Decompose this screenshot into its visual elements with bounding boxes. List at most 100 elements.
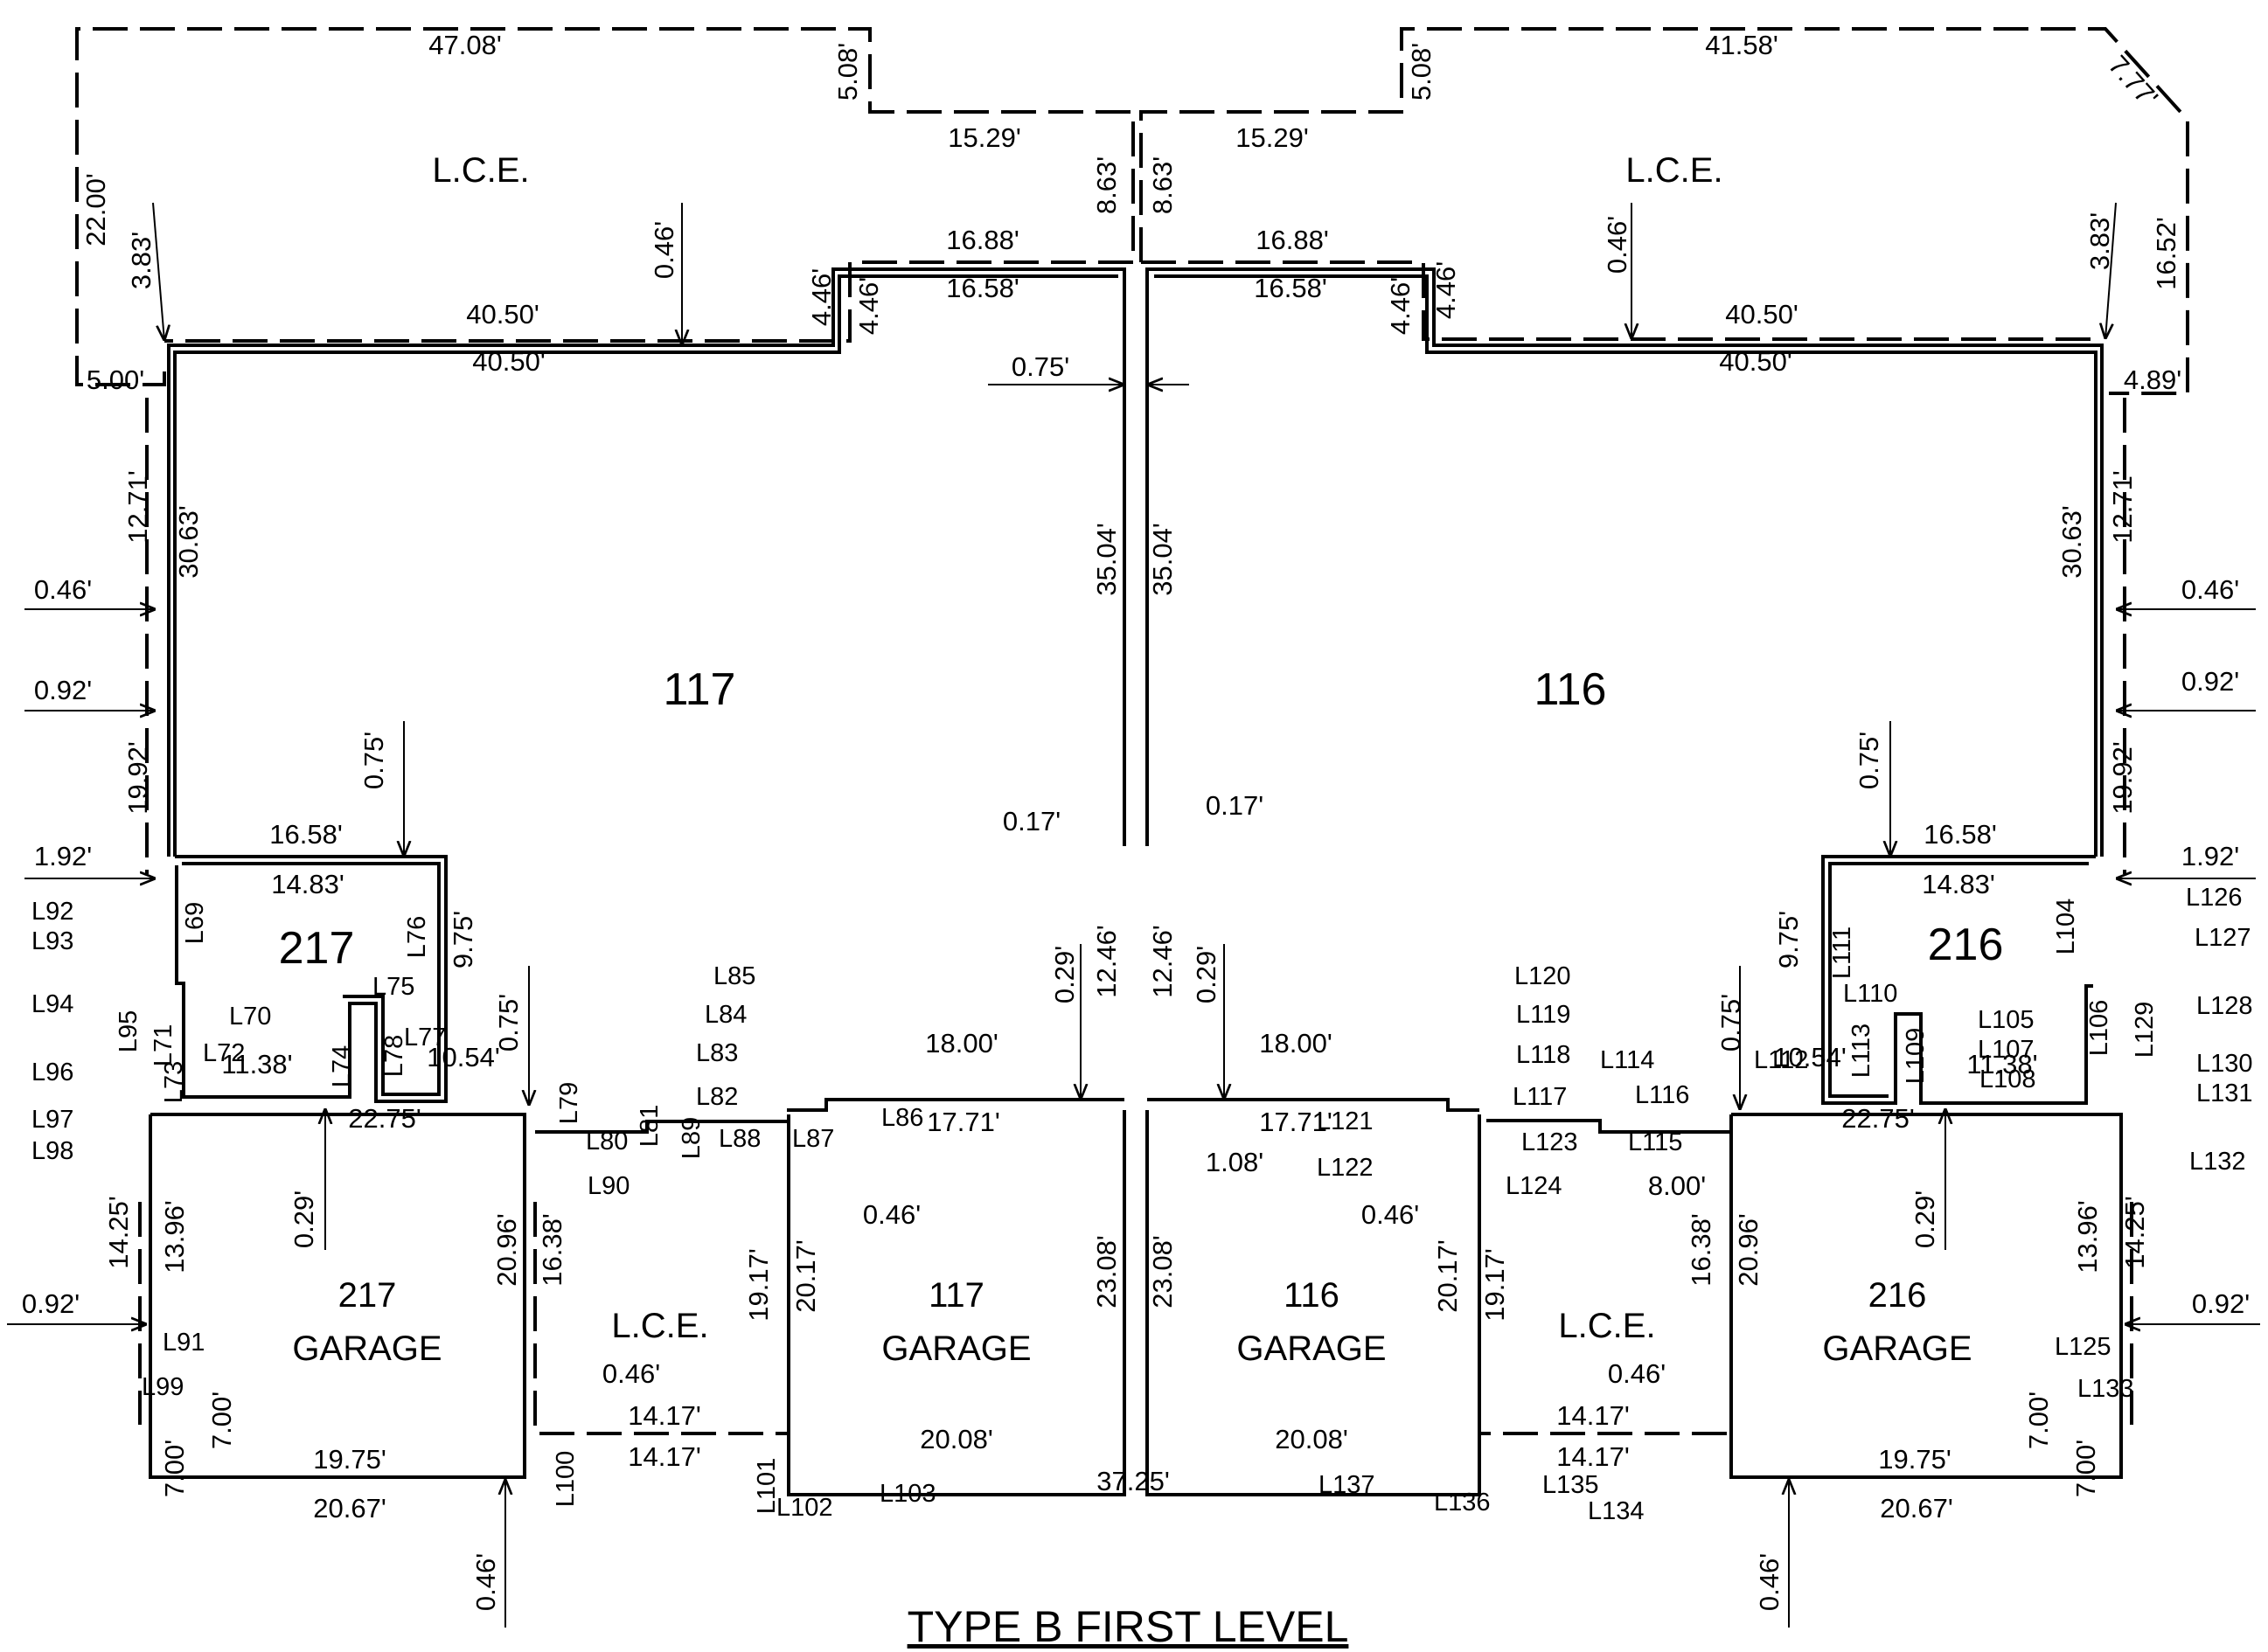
- line-label: L134: [1588, 1497, 1645, 1525]
- dim: 10.54': [427, 1042, 500, 1072]
- line-label: L96: [31, 1059, 73, 1086]
- line-label: L137: [1318, 1471, 1375, 1499]
- garage-217-number: 217: [338, 1276, 397, 1315]
- dim: 19.75': [1878, 1444, 1951, 1475]
- dim: 19.75': [313, 1444, 386, 1475]
- line-label: L107: [1978, 1036, 2035, 1064]
- dim: 3.83': [2084, 212, 2115, 270]
- dim: 12.46': [1091, 925, 1122, 998]
- line-label: L113: [1847, 1024, 1875, 1078]
- dim: 12.71': [2107, 470, 2138, 544]
- line-label: L100: [552, 1451, 580, 1508]
- line-callouts: L69 L70 L71 L72 L73 L74 L75 L76 L77 L78 …: [31, 884, 2253, 1525]
- dim: 20.08': [920, 1424, 993, 1454]
- dim: 0.46': [602, 1358, 660, 1389]
- dim: 20.67': [313, 1493, 386, 1524]
- line-label: L117: [1513, 1083, 1567, 1111]
- dim: 16.52': [2151, 217, 2181, 290]
- dim: 9.75': [448, 911, 478, 968]
- dim: 1.92': [34, 841, 92, 871]
- garage-117-number: 117: [929, 1276, 984, 1315]
- dim: 15.29': [1235, 122, 1309, 153]
- line-label: L78: [380, 1035, 408, 1077]
- dim: 0.46': [470, 1553, 501, 1611]
- dim: 40.50': [1719, 346, 1792, 377]
- dim: 0.17': [1206, 790, 1263, 821]
- dim: 8.00': [1648, 1170, 1706, 1201]
- dim: 7.00': [2023, 1392, 2054, 1449]
- drawing-title: TYPE B FIRST LEVEL: [908, 1602, 1349, 1651]
- unit-117-label: 117: [664, 664, 736, 715]
- garage-116-word: GARAGE: [1236, 1329, 1386, 1368]
- dim: 0.46': [2181, 574, 2239, 605]
- line-label: L116: [1635, 1081, 1689, 1109]
- line-label: L111: [1828, 927, 1856, 979]
- dim: 17.71': [1259, 1107, 1332, 1137]
- line-label: L95: [115, 1010, 143, 1052]
- dim: 0.46': [1754, 1553, 1784, 1611]
- dim: 10.54': [1773, 1042, 1847, 1072]
- dim: 4.46': [1430, 261, 1461, 319]
- dim: 12.46': [1147, 925, 1178, 998]
- dim: 7.77': [2103, 50, 2164, 114]
- line-label: L99: [142, 1373, 184, 1401]
- dim: 14.83': [1922, 869, 1995, 899]
- dim: 11.38': [1966, 1049, 2037, 1079]
- dim: 0.92': [2192, 1288, 2250, 1319]
- line-label: L122: [1317, 1154, 1374, 1182]
- dim: 0.75': [493, 994, 524, 1052]
- line-label: L118: [1516, 1041, 1570, 1069]
- line-label: L135: [1542, 1471, 1599, 1499]
- dim: 16.88': [1256, 225, 1329, 255]
- dim: 22.75': [348, 1103, 421, 1134]
- line-label: L90: [588, 1172, 630, 1200]
- dim: 0.46': [863, 1199, 921, 1230]
- lce-boundaries: [75, 27, 2189, 1435]
- line-label: L76: [403, 916, 431, 958]
- line-label: L94: [31, 990, 73, 1018]
- dim: 17.71': [927, 1107, 1000, 1137]
- dim: 4.46': [853, 277, 884, 335]
- line-label: L92: [31, 898, 73, 926]
- dim: 7.00': [2070, 1440, 2101, 1497]
- line-label: L110: [1843, 980, 1897, 1008]
- room-labels: 117 116 217 216 217 GARAGE 117 GARAGE 11…: [279, 151, 2004, 1368]
- lce-top-right: L.C.E.: [1625, 151, 1722, 190]
- line-label: L70: [229, 1003, 271, 1031]
- garage-216-number: 216: [1868, 1276, 1927, 1315]
- line-label: L109: [1902, 1028, 1930, 1085]
- dim: 0.92': [22, 1288, 80, 1319]
- dim: 0.29': [289, 1190, 319, 1248]
- line-label: L126: [2186, 884, 2243, 912]
- line-label: L71: [150, 1024, 177, 1066]
- line-label: L73: [160, 1061, 188, 1103]
- dim: 13.96': [2072, 1200, 2103, 1274]
- dim: 35.04': [1091, 523, 1122, 596]
- dim: 19.17': [1479, 1248, 1510, 1322]
- dim: 0.92': [2181, 666, 2239, 697]
- dim: 18.00': [925, 1028, 998, 1059]
- line-label: L79: [555, 1082, 583, 1124]
- line-label: L84: [705, 1001, 747, 1029]
- dim: 14.17': [1556, 1400, 1630, 1431]
- line-label: L74: [328, 1045, 356, 1087]
- line-label: L89: [678, 1117, 706, 1159]
- dim: 19.92': [2107, 741, 2138, 815]
- dim: 16.58': [1924, 819, 1997, 850]
- dim: 0.75': [358, 732, 389, 789]
- dim: 0.29': [1191, 946, 1221, 1003]
- line-label: L97: [31, 1106, 73, 1134]
- dim: 14.17': [628, 1441, 701, 1472]
- dim: 5.08': [832, 43, 863, 101]
- dim: 41.58': [1705, 30, 1778, 60]
- line-label: L104: [2052, 899, 2080, 955]
- dimension-labels: 47.08' 5.08' 15.29' 8.63' 8.63' 15.29' 5…: [22, 30, 2250, 1611]
- dim: 18.00': [1259, 1028, 1332, 1059]
- dim: 4.46': [806, 268, 837, 326]
- line-label: L105: [1978, 1006, 2035, 1034]
- dim: 22.00': [80, 173, 111, 246]
- dim: 14.17': [1556, 1441, 1630, 1472]
- dim: 16.38': [537, 1213, 567, 1287]
- line-label: L75: [372, 973, 414, 1001]
- dim: 23.08': [1147, 1235, 1178, 1308]
